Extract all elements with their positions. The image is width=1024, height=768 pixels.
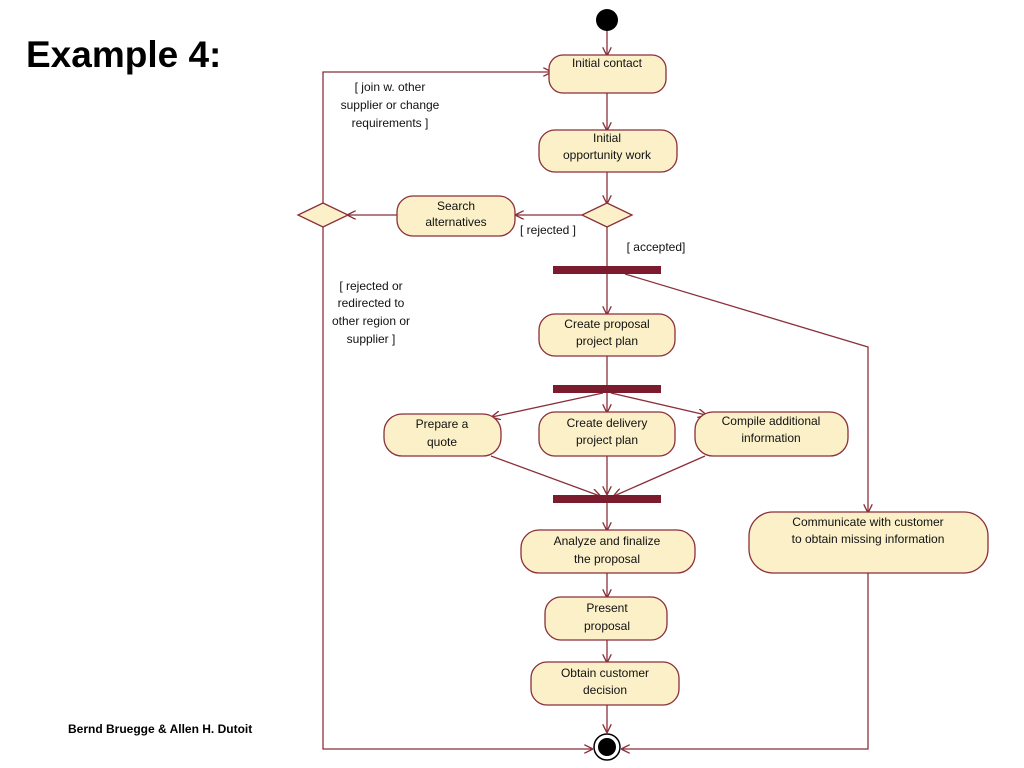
activity-prepare-quote [383,413,502,457]
guard-label: requirements ] [352,116,429,130]
activity-search-alternatives [396,195,516,237]
activity-compile-information [694,411,849,457]
activity-label: the proposal [574,552,640,566]
guard-label: [ rejected or [339,279,402,293]
initial-node [596,9,618,31]
join-bar [553,495,661,503]
activity-label: Prepare a [416,417,469,431]
activity-obtain-decision [530,661,680,706]
guard-label: [ accepted] [627,240,686,254]
activity-label: alternatives [425,215,486,229]
activity-present-proposal [544,596,668,641]
activity-label: information [741,431,800,445]
guard-label: other region or [332,314,410,328]
footer-authors: Bernd Bruegge & Allen H. Dutoit [68,722,253,736]
decision-accepted-rejected [580,202,634,228]
activity-initial-contact [548,54,667,94]
activity-label: Initial [593,131,621,145]
activity-label: opportunity work [563,148,652,162]
fork-bar-2 [553,385,661,393]
activity-label: Search [437,199,475,213]
guard-label: [ join w. other [355,80,426,94]
activity-communicate-customer [748,511,989,574]
final-node [593,733,621,761]
activity-label: Compile additional [722,414,821,428]
activity-label: Obtain customer [561,666,649,680]
activity-label: project plan [576,334,638,348]
guard-label: redirected to [338,296,405,310]
guard-label: [ rejected ] [520,223,576,237]
guard-label: supplier or change [341,98,440,112]
activity-create-delivery-plan [538,411,676,457]
fork-bar-1 [553,266,661,274]
guard-label: supplier ] [347,332,396,346]
activity-label: quote [427,435,457,449]
activity-create-proposal-plan [538,313,676,357]
activity-label: to obtain missing information [792,532,945,546]
activity-label: project plan [576,433,638,447]
activity-analyze-finalize [520,529,696,574]
activity-label: Analyze and finalize [554,534,661,548]
activity-initial-opportunity [538,129,678,173]
edges [322,31,868,749]
activity-label: proposal [584,619,630,633]
activity-label: Initial contact [572,56,643,70]
activity-label: Present [586,601,628,615]
activity-label: Create delivery [567,416,648,430]
slide-title: Example 4: [26,34,222,75]
activity-label: decision [583,683,627,697]
activity-label: Communicate with customer [792,515,943,529]
decision-alternatives [296,202,350,228]
activity-label: Create proposal [564,317,649,331]
